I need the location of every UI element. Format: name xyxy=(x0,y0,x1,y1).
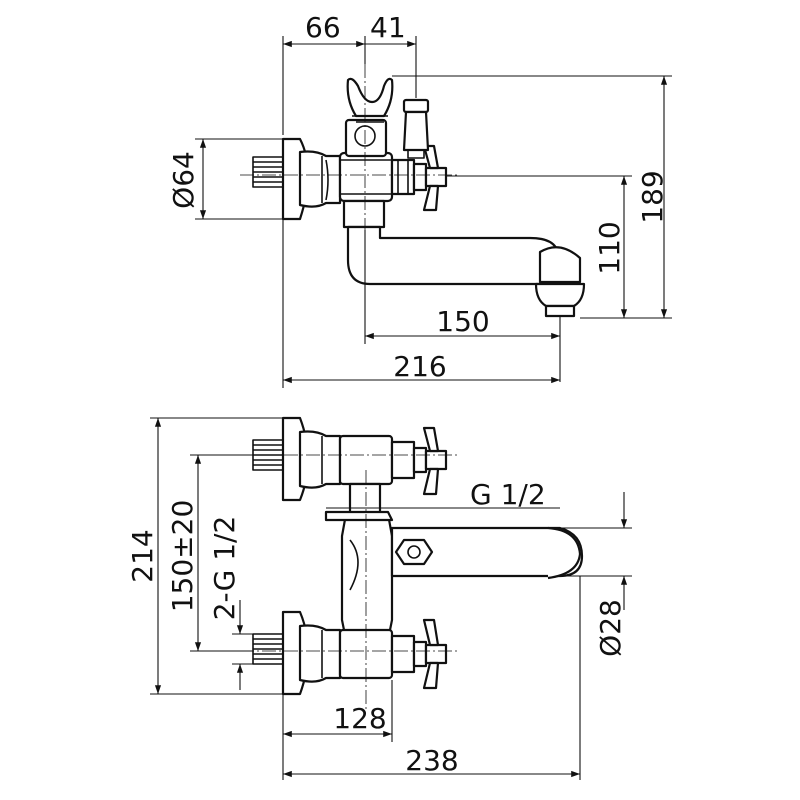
dim-41: 41 xyxy=(370,11,406,44)
dim-g-half: G 1/2 xyxy=(470,478,546,511)
dim-214: 214 xyxy=(126,529,159,582)
top-view-labels: 66 41 Ø64 189 110 150 216 xyxy=(167,11,669,383)
dim-216: 216 xyxy=(393,350,446,383)
dim-189: 189 xyxy=(636,170,669,223)
dim-150-pm-20: 150±20 xyxy=(166,500,199,613)
bottom-view-labels: 214 150±20 2-G 1/2 G 1/2 Ø28 128 238 xyxy=(126,478,627,777)
bottom-view-dimensions xyxy=(150,417,632,780)
top-view-faucet xyxy=(240,64,586,318)
dim-diameter-28: Ø28 xyxy=(594,599,627,657)
dim-110: 110 xyxy=(593,221,626,274)
dim-diameter-64: Ø64 xyxy=(167,151,200,209)
dim-128: 128 xyxy=(333,702,386,735)
dim-2-g-half: 2-G 1/2 xyxy=(208,516,241,621)
dim-238: 238 xyxy=(405,744,458,777)
top-view-dimensions xyxy=(195,36,672,388)
bottom-view-faucet xyxy=(240,416,584,712)
dim-66: 66 xyxy=(305,11,341,44)
dim-150: 150 xyxy=(436,305,489,338)
